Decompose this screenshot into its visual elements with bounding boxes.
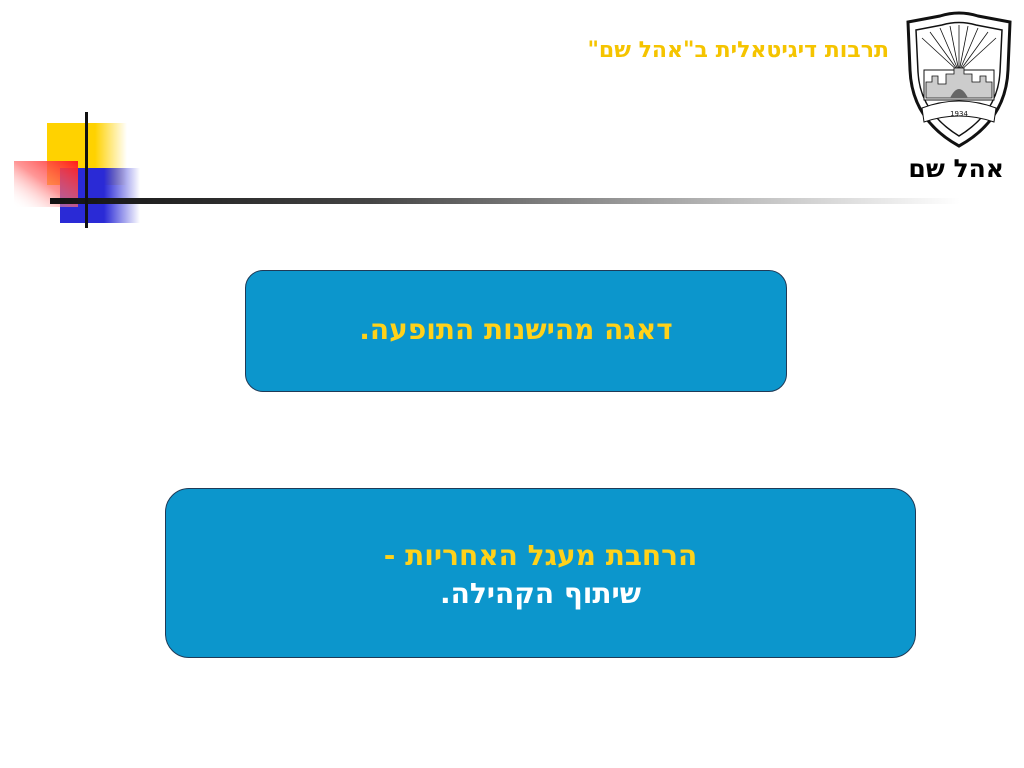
emblem-year: 1934	[950, 110, 968, 118]
slide-title: תרבות דיגיטאלית ב"אהל שם"	[587, 38, 889, 63]
blue-square	[60, 168, 140, 223]
vertical-rule	[85, 112, 88, 228]
box-2-line-2: שיתוף הקהילה.	[439, 577, 641, 610]
horizontal-rule	[50, 198, 960, 204]
city-emblem-icon: 1934	[906, 11, 1012, 148]
box-2-line-1: הרחבת מעגל האחריות -	[383, 539, 698, 572]
content-box-2: הרחבת מעגל האחריות - שיתוף הקהילה.	[165, 488, 916, 658]
logo-caption: אהל שם	[908, 154, 1004, 183]
content-box-1: דאגה מהישנות התופעה.	[245, 270, 787, 392]
yellow-square	[47, 123, 127, 185]
box-1-line-1: דאגה מהישנות התופעה.	[359, 313, 673, 346]
red-square	[14, 161, 78, 207]
decorative-corner-graphic	[14, 112, 960, 228]
